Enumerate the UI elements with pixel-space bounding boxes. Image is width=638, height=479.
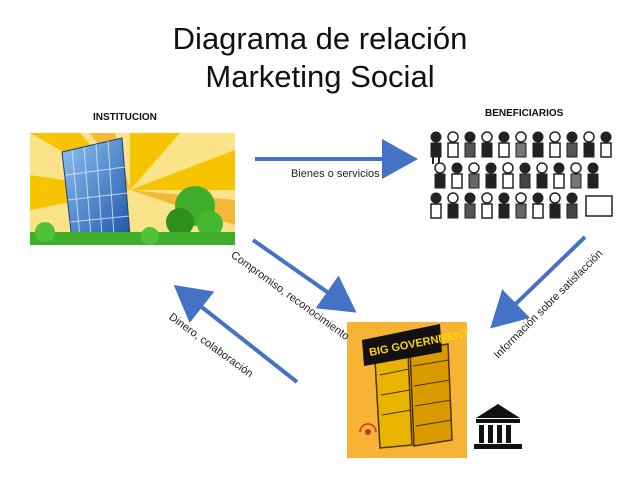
edge-label-goods: Bienes o servicios bbox=[291, 168, 380, 180]
beneficiaries-illustration bbox=[431, 132, 612, 218]
institution-illustration bbox=[30, 133, 235, 245]
government-illustration: BIG GOVERNMENT bbox=[347, 322, 470, 458]
bank-icon bbox=[474, 404, 522, 449]
